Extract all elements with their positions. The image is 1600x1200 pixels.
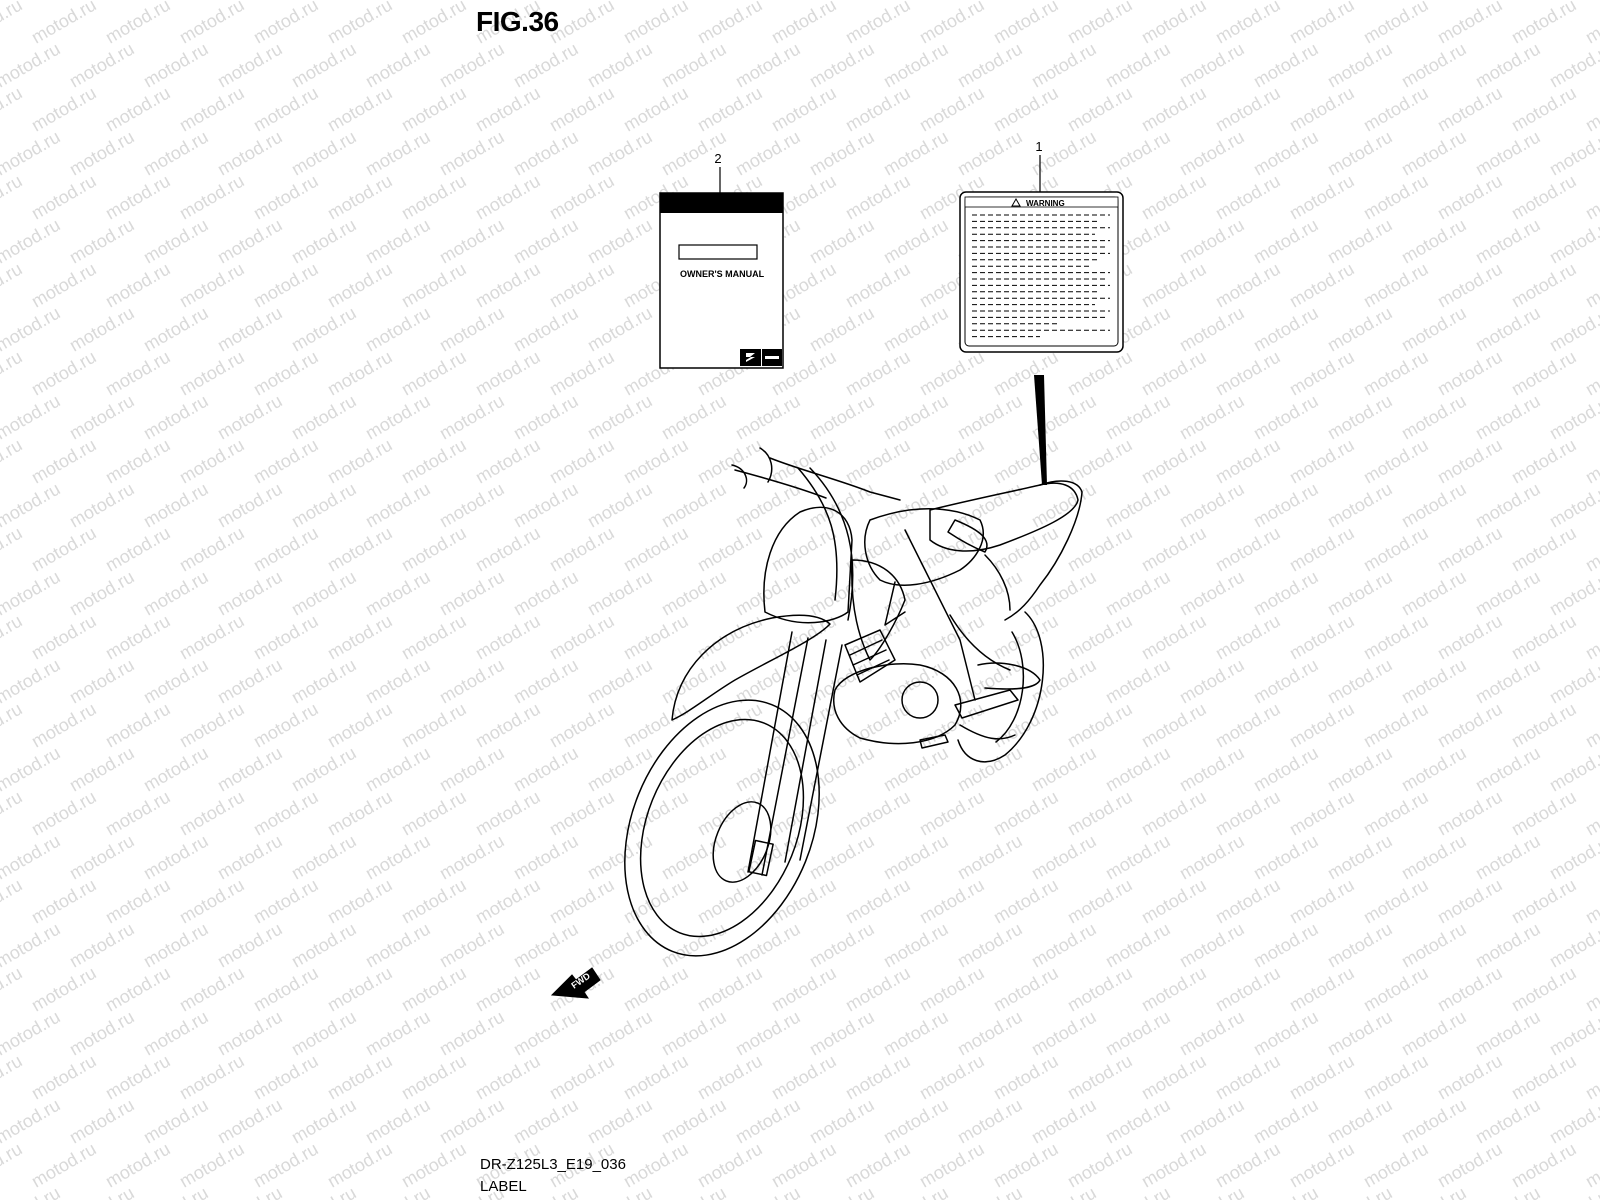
rear-fender — [1004, 480, 1083, 621]
engine-cylinder — [844, 629, 896, 683]
rear-tire — [957, 611, 1045, 763]
warning-triangle-icon — [1011, 197, 1021, 207]
seat — [929, 482, 1079, 552]
front-rim — [639, 718, 805, 938]
handlebar-grip — [947, 519, 988, 553]
warning-label-part: 1 WARNING — [959, 139, 1124, 353]
number-plate — [763, 506, 853, 624]
owners-manual-part: 2 OWNER'S MANUAL — [659, 151, 784, 369]
label-location-pointer — [1034, 375, 1047, 485]
part-2-number: 2 — [714, 151, 721, 166]
manual-cover — [659, 192, 784, 369]
figure-name: LABEL — [480, 1178, 527, 1195]
motorcycle-drawing — [624, 447, 1083, 957]
engine-case — [833, 663, 962, 745]
fuel-tank — [864, 508, 984, 586]
swingarm — [954, 689, 1019, 719]
chain — [959, 724, 1016, 740]
fwd-arrow-icon: FWD — [550, 967, 601, 999]
part-1-number: 1 — [1035, 139, 1042, 154]
front-fender — [671, 614, 831, 721]
footpeg — [919, 734, 949, 749]
radiator-shroud — [850, 559, 906, 661]
manual-name-box — [678, 244, 758, 260]
manual-title: OWNER'S MANUAL — [680, 269, 765, 279]
figure-title: FIG.36 — [476, 6, 559, 37]
figure-code: DR-Z125L3_E19_036 — [480, 1156, 626, 1173]
manual-top-band — [660, 193, 783, 213]
frame — [904, 529, 1011, 701]
engine-cover — [901, 681, 939, 719]
front-fork — [747, 631, 843, 876]
front-hub — [712, 801, 772, 883]
exhaust — [977, 662, 1041, 690]
control-cables — [797, 467, 854, 621]
front-tire — [624, 699, 820, 957]
warning-heading: WARNING — [1026, 199, 1065, 208]
warning-label-outer — [959, 191, 1124, 353]
warning-text-lines — [972, 214, 1110, 338]
